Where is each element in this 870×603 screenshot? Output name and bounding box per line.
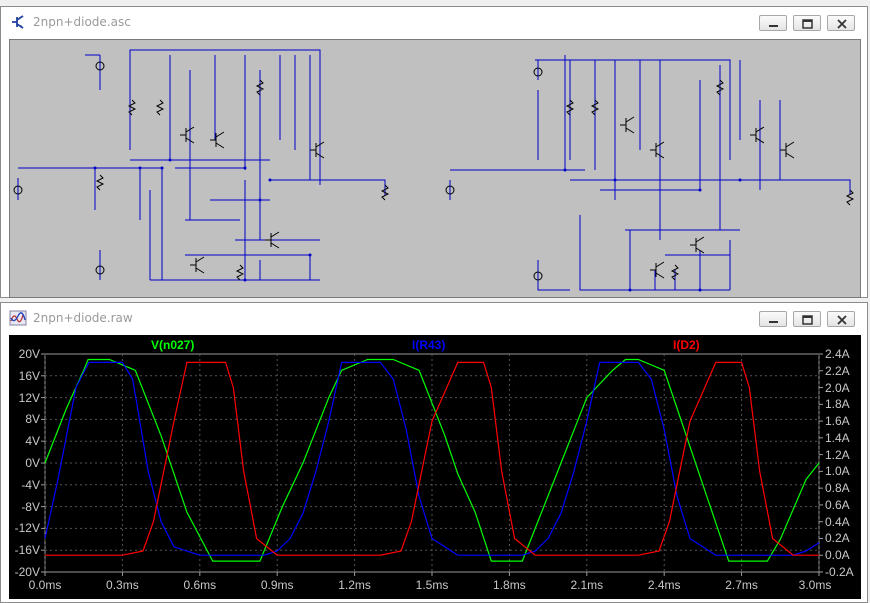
waveform-window: 2npn+diode.raw V(n027) I(R43) I(D2) 20V 1…: [0, 302, 868, 603]
schematic-window: 2npn+diode.asc: [0, 6, 868, 298]
transistor-icon: [12, 15, 24, 29]
y-left-tick-label: 12V: [18, 390, 40, 405]
schematic-canvas[interactable]: [9, 39, 861, 298]
schematic-drawing: [13, 49, 855, 292]
y-right-tick-label: 2.4A: [825, 347, 850, 361]
y-left-tick-label: 8V: [25, 412, 40, 427]
trace-label-r43[interactable]: I(R43): [412, 338, 446, 352]
x-tick-label: 2.4ms: [647, 578, 681, 592]
close-icon: [837, 19, 847, 29]
close-icon: [837, 315, 847, 325]
waveform-titlebar[interactable]: 2npn+diode.raw: [1, 303, 867, 333]
x-tick-label: 1.5ms: [415, 578, 449, 592]
restore-button[interactable]: [793, 311, 821, 327]
series-line-1: [44, 361, 820, 556]
restore-icon: [802, 315, 813, 325]
y-right-tick-label: 0.8A: [825, 481, 850, 496]
y-left-tick-label: 16V: [18, 368, 40, 383]
x-tick-label: 0.0ms: [28, 578, 62, 592]
y-left-tick-label: -16V: [14, 543, 40, 558]
y-right-tick-label: 1.0A: [825, 464, 850, 479]
y-left-tick-label: -4V: [21, 477, 40, 492]
trace-label-v[interactable]: V(n027): [151, 338, 195, 352]
x-tick-label: 1.2ms: [338, 578, 371, 592]
x-tick-label: 0.3ms: [106, 578, 139, 592]
schematic-titlebar[interactable]: 2npn+diode.asc: [1, 7, 867, 37]
y-right-tick-label: -0.2A: [825, 565, 854, 579]
trace-label-d2[interactable]: I(D2): [673, 338, 700, 352]
minimize-icon: [769, 321, 778, 323]
schematic-title: 2npn+diode.asc: [33, 15, 131, 29]
y-right-tick-label: 1.4A: [825, 430, 850, 445]
x-tick-label: 2.7ms: [725, 578, 758, 592]
y-right-tick-label: 2.2A: [825, 363, 850, 378]
waveform-icon: [9, 310, 27, 326]
minimize-button[interactable]: [759, 15, 787, 31]
y-right-tick-label: 1.2A: [825, 447, 850, 462]
series-line-2: [45, 361, 819, 556]
x-tick-label: 0.6ms: [183, 578, 217, 592]
y-right-tick-label: 1.6A: [825, 414, 850, 429]
y-right-tick-label: 1.8A: [825, 397, 850, 412]
minimize-icon: [769, 25, 778, 27]
restore-button[interactable]: [793, 15, 821, 31]
x-tick-label: 3.0ms: [798, 578, 832, 592]
y-left-tick-label: 20V: [18, 347, 40, 361]
waveform-plot[interactable]: V(n027) I(R43) I(D2) 20V 16V 12V 8V 4V 0V -4V -…: [9, 335, 861, 599]
y-left-tick-label: -8V: [21, 499, 40, 514]
y-right-tick-label: 0.4A: [825, 514, 850, 529]
y-left-tick-label: -12V: [14, 521, 40, 536]
close-button[interactable]: [827, 311, 855, 327]
plot-area: [41, 353, 823, 576]
y-right-tick-label: 0.6A: [825, 497, 850, 512]
y-left-tick-label: 0V: [25, 456, 40, 470]
close-button[interactable]: [827, 15, 855, 31]
y-left-tick-label: 4V: [25, 434, 40, 449]
y-right-tick-label: 0.2A: [825, 531, 850, 546]
y-right-tick-label: 2.0A: [825, 380, 850, 395]
y-left-tick-label: -20V: [14, 565, 40, 579]
x-tick-label: 2.1ms: [570, 578, 604, 592]
x-tick-label: 1.8ms: [493, 578, 526, 592]
series-line-0: [44, 358, 820, 562]
x-tick-label: 0.9ms: [260, 578, 294, 592]
restore-icon: [802, 19, 813, 29]
minimize-button[interactable]: [759, 311, 787, 327]
waveform-title: 2npn+diode.raw: [33, 311, 133, 325]
y-right-tick-label: 0.0A: [825, 548, 850, 563]
